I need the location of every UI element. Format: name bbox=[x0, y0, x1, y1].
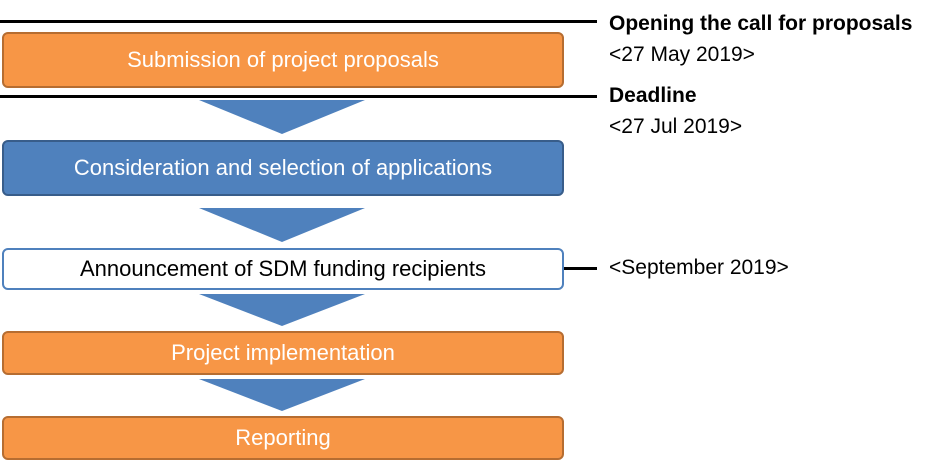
step-implementation-label: Project implementation bbox=[171, 340, 395, 365]
down-arrow-icon bbox=[199, 208, 365, 242]
step-consideration-box: Consideration and selection of applicati… bbox=[2, 140, 564, 196]
step-submission-box: Submission of project proposals bbox=[2, 32, 564, 88]
deadline-title: Deadline bbox=[609, 84, 697, 107]
down-arrow-icon bbox=[199, 379, 365, 411]
down-arrow-icon bbox=[199, 294, 365, 326]
step-implementation-box: Project implementation bbox=[2, 331, 564, 375]
step-consideration-label: Consideration and selection of applicati… bbox=[73, 155, 493, 180]
announcement-connector-line bbox=[564, 267, 597, 270]
opening-marker-line bbox=[0, 20, 597, 23]
step-announcement-label: Announcement of SDM funding recipients bbox=[79, 256, 486, 281]
deadline-marker-line bbox=[0, 95, 597, 98]
step-reporting-label: Reporting bbox=[235, 425, 331, 450]
step-announcement-box: Announcement of SDM funding recipients bbox=[2, 248, 564, 290]
step-submission-label: Submission of project proposals bbox=[127, 47, 439, 72]
opening-date: <27 May 2019> bbox=[609, 43, 755, 66]
step-reporting-box: Reporting bbox=[2, 416, 564, 460]
opening-title: Opening the call for proposals bbox=[609, 12, 913, 35]
down-arrow-icon bbox=[199, 100, 365, 134]
announcement-date: <September 2019> bbox=[609, 256, 789, 279]
deadline-date: <27 Jul 2019> bbox=[609, 115, 743, 138]
